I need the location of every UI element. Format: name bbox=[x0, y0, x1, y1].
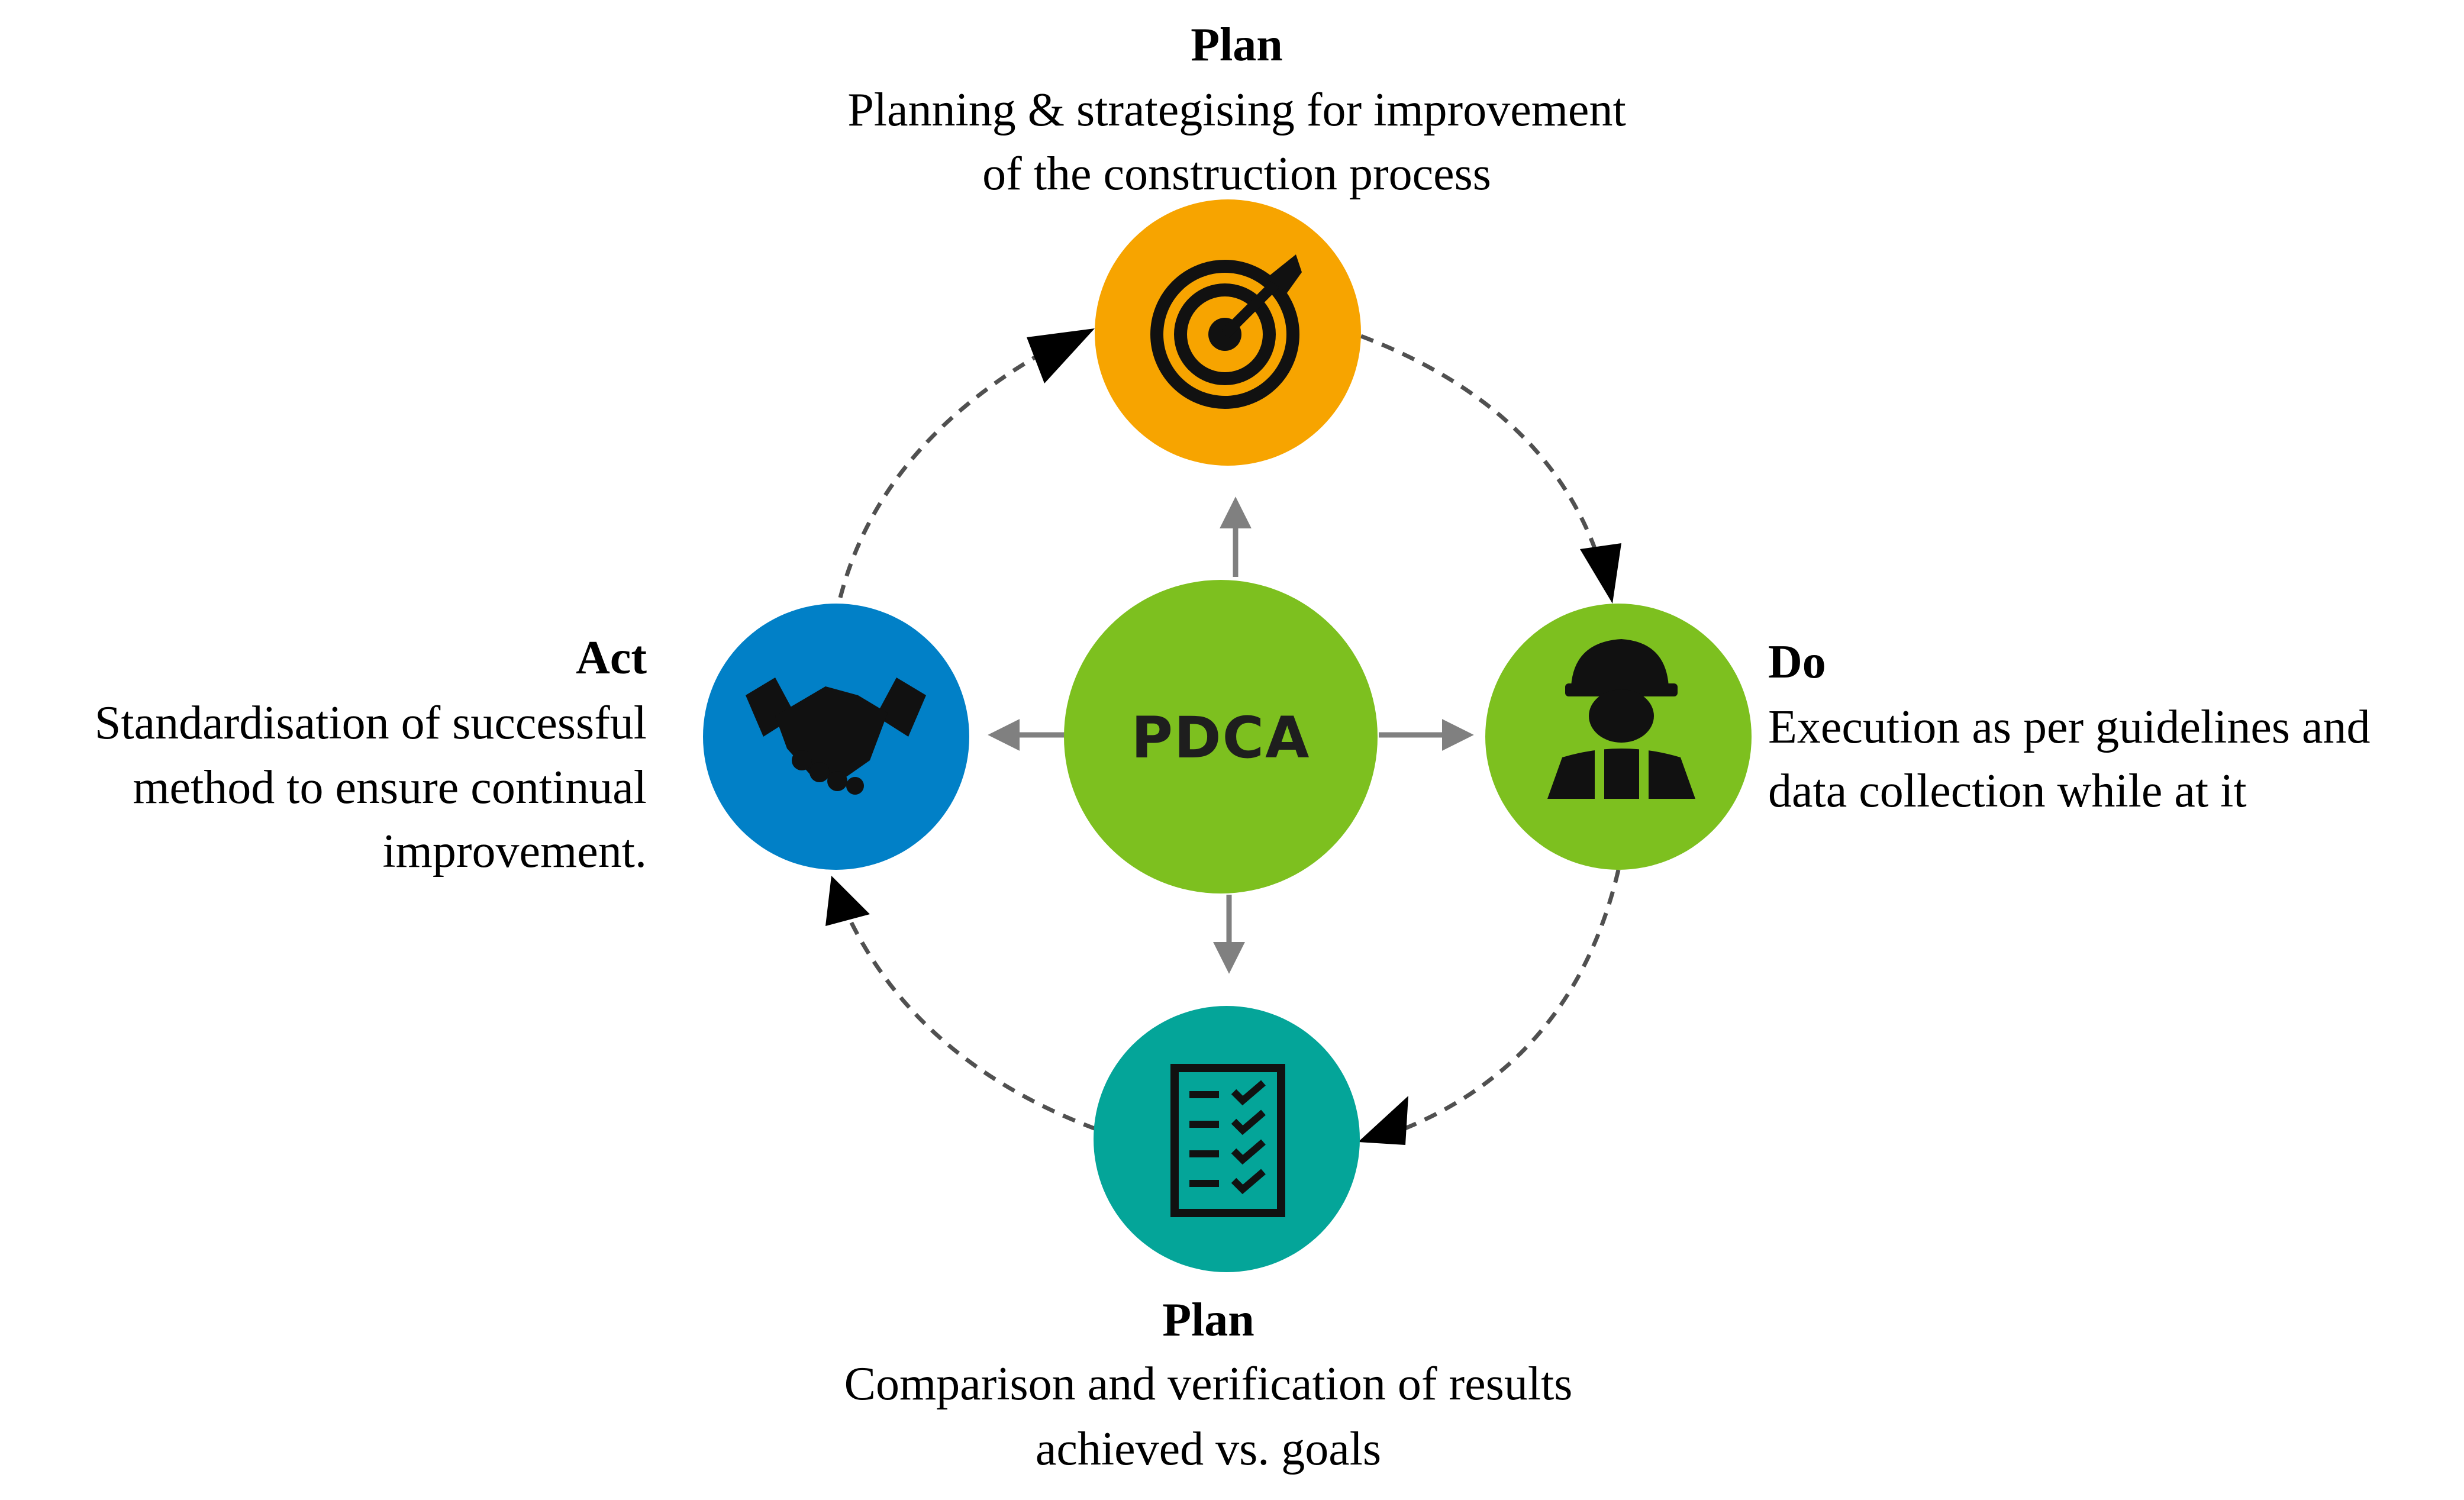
act-line-3: improvement. bbox=[382, 825, 647, 878]
center-circle bbox=[1064, 580, 1378, 893]
arrowhead-to-act bbox=[825, 876, 870, 926]
center-arrows bbox=[988, 496, 1474, 974]
plan-node bbox=[1095, 199, 1361, 466]
handshake-icon bbox=[746, 678, 926, 795]
act-title: Act bbox=[576, 632, 647, 684]
target-icon bbox=[1150, 254, 1302, 409]
act-line-1: Standardisation of successful bbox=[95, 697, 647, 749]
act-node bbox=[703, 604, 969, 870]
do-node bbox=[1485, 604, 1752, 870]
do-title: Do bbox=[1768, 636, 1826, 688]
check-line-2: achieved vs. goals bbox=[1036, 1423, 1381, 1475]
do-label: Do Execution as per guidelines and data … bbox=[1768, 636, 2370, 817]
cycle-arrowheads bbox=[825, 328, 1621, 1145]
do-line-1: Execution as per guidelines and bbox=[1768, 701, 2370, 753]
check-label: Plan Comparison and verification of resu… bbox=[844, 1294, 1573, 1475]
check-title: Plan bbox=[1162, 1294, 1254, 1346]
center-label: PDCA bbox=[1131, 705, 1311, 771]
center-node: PDCA bbox=[1064, 580, 1378, 893]
act-line-2: method to ensure continual bbox=[133, 762, 647, 814]
arrowhead-to-check bbox=[1358, 1096, 1408, 1145]
check-circle bbox=[1094, 1006, 1360, 1272]
cycle-arcs bbox=[838, 334, 1621, 1131]
check-node bbox=[1094, 1006, 1360, 1272]
construction-worker-icon bbox=[1547, 639, 1695, 799]
arrowhead-to-plan bbox=[1027, 328, 1095, 383]
arc-check-to-act bbox=[841, 904, 1097, 1131]
arc-do-to-check bbox=[1402, 869, 1621, 1131]
plan-line-2: of the construction process bbox=[982, 148, 1491, 200]
arc-plan-to-do bbox=[1360, 334, 1603, 566]
plan-title: Plan bbox=[1191, 19, 1283, 71]
plan-line-1: Planning & strategising for improvement bbox=[847, 84, 1626, 136]
checklist-icon bbox=[1170, 1064, 1285, 1217]
arc-act-to-plan bbox=[838, 340, 1063, 598]
do-line-2: data collection while at it bbox=[1768, 765, 2247, 817]
check-line-1: Comparison and verification of results bbox=[844, 1358, 1573, 1410]
plan-label: Plan Planning & strategising for improve… bbox=[847, 19, 1626, 200]
arrowhead-to-do bbox=[1580, 543, 1621, 604]
act-label: Act Standardisation of successful method… bbox=[95, 632, 647, 878]
